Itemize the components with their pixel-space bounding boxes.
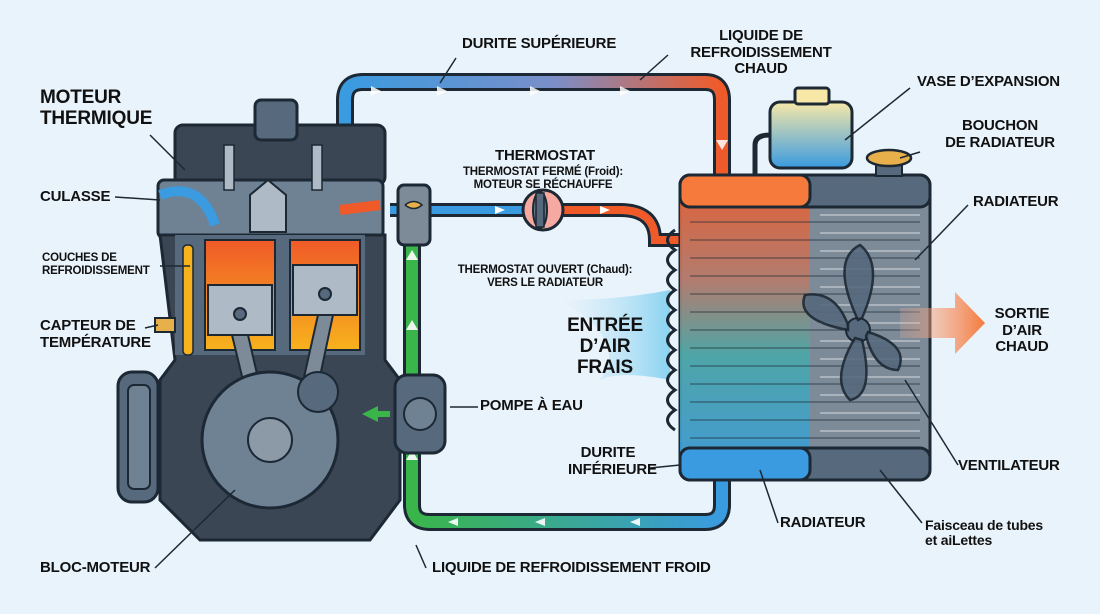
label-sortie-air: SORTIE D’AIR CHAUD bbox=[994, 305, 1050, 355]
flow-arrows-upper bbox=[339, 86, 728, 150]
engine-graphic bbox=[116, 98, 402, 542]
label-durite-superieure: DURITE SUPÉRIEURE bbox=[462, 35, 617, 52]
label-radiateur-top: RADIATEUR bbox=[973, 193, 1059, 210]
thermostat-housing bbox=[396, 183, 432, 247]
expansion-tank bbox=[752, 86, 854, 175]
radiator-graphic bbox=[666, 173, 932, 482]
label-ventilateur: VENTILATEUR bbox=[958, 457, 1060, 474]
label-thermostat-ouvert: THERMOSTAT OUVERT (Chaud): VERS LE RADIA… bbox=[457, 264, 633, 289]
radiator-cap bbox=[865, 148, 913, 177]
label-bloc-moteur: BLOC-MOTEUR bbox=[40, 559, 151, 576]
label-couches-refroidissement: COUCHES DE REFROIDISSEMENT bbox=[42, 252, 150, 277]
label-radiateur-bottom: RADIATEUR bbox=[780, 514, 866, 531]
hot-air-arrow bbox=[900, 292, 985, 354]
flow-arrows-lower bbox=[406, 250, 640, 526]
label-moteur-thermique: MOTEUR THERMIQUE bbox=[40, 87, 153, 129]
label-pompe-eau: POMPE À EAU bbox=[480, 397, 583, 414]
label-liquide-chaud: LIQUIDE DE REFROIDISSEMENT CHAUD bbox=[690, 27, 832, 77]
leader-lines bbox=[114, 54, 969, 569]
label-thermostat: THERMOSTAT bbox=[495, 147, 595, 164]
label-vase-expansion: VASE D’EXPANSION bbox=[917, 73, 1060, 90]
label-liquide-froid: LIQUIDE DE REFROIDISSEMENT FROID bbox=[432, 559, 711, 576]
thermostat-icon bbox=[521, 188, 565, 232]
label-bouchon-radiateur: BOUCHON DE RADIATEUR bbox=[945, 117, 1055, 151]
label-faisceau: Faisceau de tubes et aiLettes bbox=[925, 517, 1043, 549]
label-capteur-temperature: CAPTEUR DE TEMPÉRATURE bbox=[40, 317, 151, 351]
fan-graphic bbox=[802, 243, 902, 402]
label-durite-inferieure: DURITE INFÉRIEURE bbox=[568, 444, 657, 478]
label-entree-air: ENTRÉE D’AIR FRAIS bbox=[567, 315, 643, 378]
label-thermostat-ferme: THERMOSTAT FERMÉ (Froid): MOTEUR SE RÉCH… bbox=[462, 166, 624, 191]
fresh-air-inlet bbox=[560, 290, 670, 380]
label-culasse: CULASSE bbox=[40, 188, 111, 205]
water-pump-graphic bbox=[362, 373, 447, 455]
